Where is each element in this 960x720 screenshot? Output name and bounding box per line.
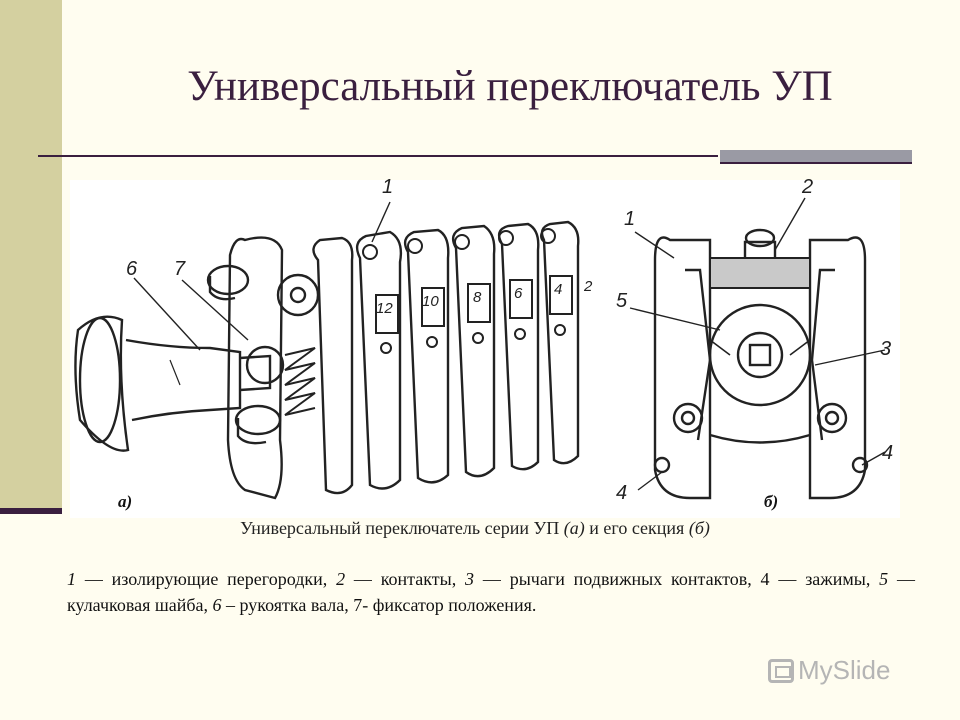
label-a-12: 12 bbox=[376, 300, 393, 317]
label-b-2: 2 bbox=[802, 176, 814, 198]
legend-num-2: 2 bbox=[336, 569, 346, 589]
label-a-4: 4 bbox=[554, 281, 563, 298]
panel-b-label: б) bbox=[764, 492, 779, 511]
label-a-6: 6 bbox=[126, 258, 138, 280]
slide-icon bbox=[768, 658, 794, 683]
side-accent-bar-foot bbox=[0, 508, 62, 514]
legend-text: 1 — изолирующие перегородки, 2 — контакт… bbox=[67, 566, 915, 618]
legend-num-1: 1 bbox=[67, 569, 76, 589]
label-b-1: 1 bbox=[624, 208, 636, 230]
title-rule-accent bbox=[720, 150, 912, 162]
label-a-7: 7 bbox=[174, 258, 186, 280]
watermark-logo: MySlide bbox=[768, 655, 890, 686]
label-b-3: 3 bbox=[880, 338, 892, 360]
title-rule-accent-line bbox=[720, 162, 912, 164]
caption-b: (б) bbox=[688, 518, 710, 538]
legend-num-6: 6 bbox=[212, 595, 222, 615]
title-rule bbox=[38, 155, 718, 157]
legend-text-2: — контакты, bbox=[345, 569, 466, 589]
caption-mid: и его секция bbox=[584, 518, 689, 538]
legend-text-6: – рукоятка вала, 7- фиксатор положения. bbox=[221, 595, 537, 615]
handle-drawing bbox=[74, 315, 242, 452]
label-b-5: 5 bbox=[616, 290, 628, 312]
legend-text-3: — рычаги подвижных контактов, 4 — зажимы… bbox=[474, 569, 880, 589]
legend-text-1: — изолирующие перегородки, bbox=[76, 569, 337, 589]
side-accent-bar bbox=[0, 0, 62, 512]
legend-text-5: — кулачковая шайба, bbox=[67, 569, 915, 615]
section-drawing bbox=[629, 197, 886, 500]
watermark-text: MySlide bbox=[798, 655, 891, 685]
frame-plate bbox=[226, 236, 284, 500]
label-a-2: 2 bbox=[584, 278, 593, 295]
caption-text: Универсальный переключатель серии УП bbox=[240, 518, 564, 538]
legend-num-3: 3 bbox=[465, 569, 475, 589]
panel-a-label: а) bbox=[118, 492, 133, 511]
label-a-6b: 6 bbox=[514, 285, 523, 302]
label-b-4-left: 4 bbox=[616, 482, 628, 504]
label-a-8: 8 bbox=[473, 289, 482, 306]
switch-figure: 1 6 7 12 10 8 6 4 2 1 2 5 3 4 4 а) б) bbox=[70, 176, 900, 518]
legend-num-5: 5 bbox=[879, 569, 889, 589]
divider-plates bbox=[312, 220, 580, 495]
label-b-4-right: 4 bbox=[882, 442, 894, 464]
figure-caption: Универсальный переключатель серии УП (а)… bbox=[60, 518, 890, 539]
switch-drawing bbox=[74, 197, 886, 500]
label-a-1: 1 bbox=[382, 176, 394, 198]
label-a-10: 10 bbox=[422, 293, 439, 310]
caption-a: (а) bbox=[563, 518, 585, 538]
slide-title: Универсальный переключатель УП bbox=[187, 63, 833, 110]
